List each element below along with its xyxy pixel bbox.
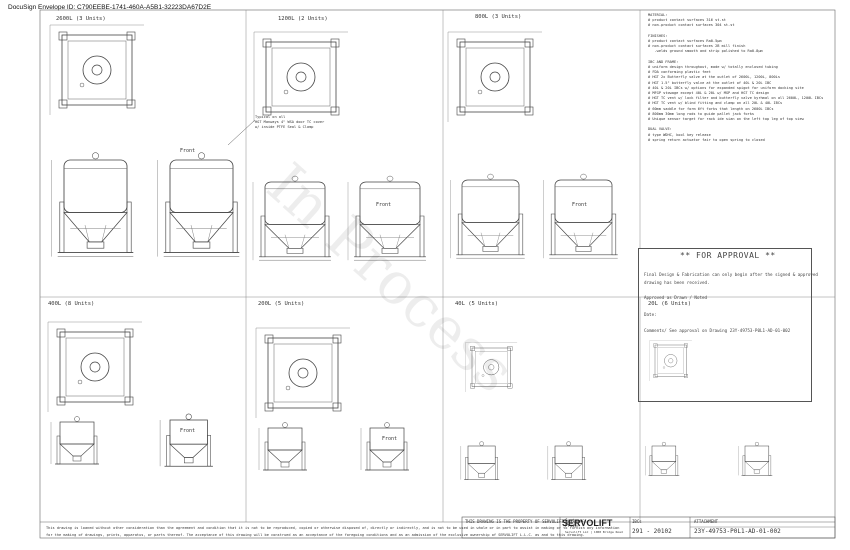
front-label-400l: Front [180,428,196,434]
front-label-1200l: Front [376,202,392,208]
dual-note-2: # spring return actuator fair to open sp… [648,137,765,142]
title-block-size: 291 - 20102 [632,528,672,535]
view-label-2600l: 2600L (3 Units) [56,16,106,22]
side-view-400l-a [50,416,100,465]
title-block-property: THIS DRAWING IS THE PROPERTY OF SERVOLIF… [465,519,581,524]
approval-line2: drawing has been received. [644,280,710,285]
material-1: # product contact surfaces 316 st-st [648,18,726,23]
side-view-20l-a [645,441,680,476]
title-block-customer-label: Customer [565,518,585,523]
side-view-1200l-b [347,175,427,261]
view-label-200l: 200L (5 Units) [258,301,305,307]
ibc-note-1: # uniform design throughout, made w/ tot… [648,65,778,70]
approval-line3: Approved as Drawn / Noted [644,295,708,300]
side-view-800l-a [450,173,526,259]
top-view-800l [447,31,543,123]
title-block-address: Servolift LLC | 1000 Bridge Road [565,530,623,534]
material-2: # non-product contact surfaces 304 st-st [648,23,735,28]
view-label-20l: 20L (6 Units) [648,301,692,307]
finishes-heading: FINISHES: [648,33,668,38]
side-view-200l-a [258,422,308,471]
front-label-800l: Front [572,202,588,208]
title-block-ibcs: IBCs [632,519,642,524]
title-block-rev: ATTACHMENT [694,519,719,524]
footer-line1: This drawing is loaned without other con… [46,526,620,530]
ibc-note-11: # Unique sensor target for rack ide sian… [648,117,804,122]
dual-heading: DUAL VALVE: [648,127,672,132]
side-view-800l-b [543,173,619,259]
view-label-40l: 40L (5 Units) [455,301,499,307]
side-view-400l-b [159,413,214,467]
approval-box [638,248,812,402]
side-view-2600l-b [156,152,240,258]
title-block-drawing-no: 23Y-49753-P0L1-AD-01-002 [694,528,781,535]
notes-block: MATERIAL: # product contact surfaces 316… [648,13,823,143]
material-heading: MATERIAL: [648,13,668,17]
callout-line3: w/ inside PTFE Seal & Clamp [255,125,314,130]
top-view-200l [255,327,351,419]
ibc-note-3: # HGT 2x Butterfly valve at the outlet o… [648,75,780,80]
top-view-2600l [49,24,145,116]
finishes-2: # non-product contact surfaces 2B mill f… [648,44,746,49]
ibc-heading: IBC AND FRAME: [648,59,679,64]
view-label-1200l: 1200L (2 Units) [278,16,328,22]
ibc-note-5: # 40L & 20L IBCs w/ options for expanded… [648,85,804,90]
front-label-200l: Front [382,436,398,442]
ibc-note-9: # 60mm saddle for form 6ft forks that le… [648,106,774,111]
side-view-1200l-a [252,175,332,261]
view-label-400l: 400L (8 Units) [48,301,95,307]
ibc-note-8: # HGT TC vent w/ blind fitting and clamp… [648,101,783,106]
ibc-note-10: # 800mm 30mm long rods to guide pallet j… [648,111,755,116]
finishes-1: # product contact surfaces Ra0.5µm [648,39,722,44]
envelope-id: DocuSign Envelope ID: C790EEBE-1741-460A… [8,4,212,11]
side-view-40l-a [460,441,500,480]
top-view-400l [47,321,143,413]
callout-line2: HGT Manways 4" WSA door TC cover [255,120,325,125]
footer-line2: for the making of drawings, prints, appa… [46,533,585,537]
top-view-40l [465,342,518,393]
ibc-note-6: # MFGP stowage except 40L & 20L w/ MGP a… [648,91,770,96]
approval-date: Date: [644,312,657,317]
dual-note-1: # type WDHC, kool key release [648,132,711,137]
finishes-3: -welds ground smooth and strip polished … [648,49,763,54]
top-view-1200l [253,31,349,123]
approval-line1: Final Design & Fabrication can only begi… [644,272,818,277]
side-view-40l-b [547,441,587,480]
title-block-customer: Pfizer [565,523,580,528]
servolift-logo: SERVOLIFT [562,518,613,528]
approval-comments: Comments/ See approval on Drawing 23Y-49… [644,328,791,333]
side-view-2600l-a [50,152,134,258]
front-label-2600l: Front [180,148,196,154]
side-view-20l-b [738,441,773,476]
view-label-800l: 800L (3 Units) [475,14,522,20]
manway-callout: Typical on all HGT Manways 4" WSA door T… [255,115,324,131]
ibc-note-2: # FDA conforming plastic feet [648,70,711,75]
callout-line1: Typical on all [255,115,286,119]
ibc-note-4: # HGT 1.5" butterfly valve at the outlet… [648,80,772,85]
approval-title: ** FOR APPROVAL ** [680,251,776,260]
side-view-200l-b [360,422,410,471]
ibc-note-7: # HGT TC vent w/ lock filter and butterf… [648,96,824,101]
